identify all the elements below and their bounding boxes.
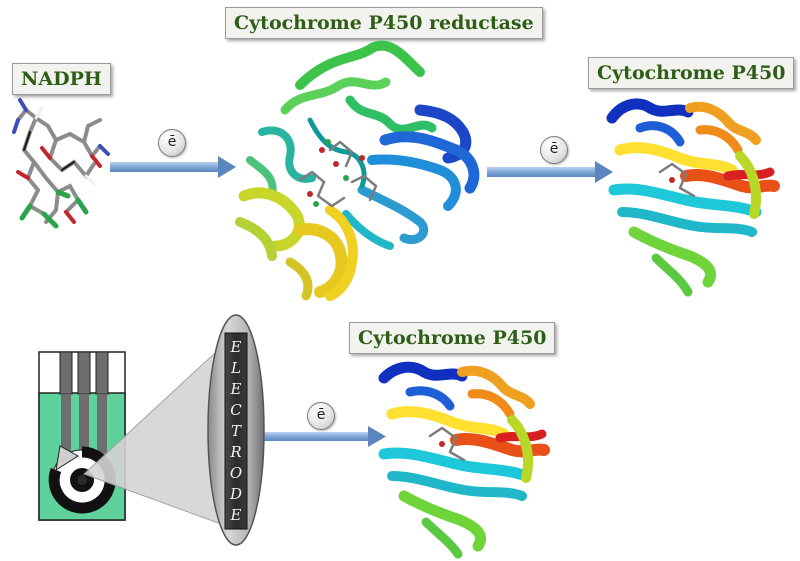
electrode-letter: E bbox=[230, 380, 242, 398]
arrow-reductase-to-p450 bbox=[487, 161, 613, 183]
electron-icon-3: ē bbox=[307, 402, 335, 430]
electrode-letter: E bbox=[230, 506, 242, 524]
electrode-letter: L bbox=[231, 359, 241, 377]
electrode-letter: T bbox=[230, 422, 241, 440]
arrow-nadph-to-reductase bbox=[110, 156, 236, 178]
arrow-electrode-to-p450 bbox=[260, 426, 386, 447]
reductase-protein-icon bbox=[235, 40, 480, 301]
electron-icon-1: ē bbox=[158, 129, 186, 157]
screen-printed-electrode-icon bbox=[38, 351, 126, 521]
electrode-letter: C bbox=[230, 401, 242, 419]
p450-bottom-protein-icon bbox=[378, 361, 550, 559]
electrode-letter: D bbox=[229, 485, 243, 503]
electron-icon-2: ē bbox=[540, 136, 568, 164]
p450-bottom-label: Cytochrome P450 bbox=[349, 322, 556, 354]
p450-top-label: Cytochrome P450 bbox=[588, 57, 795, 89]
electrode-letter: E bbox=[230, 338, 242, 356]
electrode-letter: O bbox=[229, 464, 243, 482]
electrode-magnified-oval bbox=[207, 314, 265, 546]
electrode-letter: R bbox=[230, 443, 242, 461]
nadph-molecule-icon bbox=[12, 98, 110, 229]
reductase-label: Cytochrome P450 reductase bbox=[225, 7, 543, 39]
p450-top-protein-icon bbox=[606, 98, 780, 297]
nadph-label: NADPH bbox=[12, 63, 111, 95]
